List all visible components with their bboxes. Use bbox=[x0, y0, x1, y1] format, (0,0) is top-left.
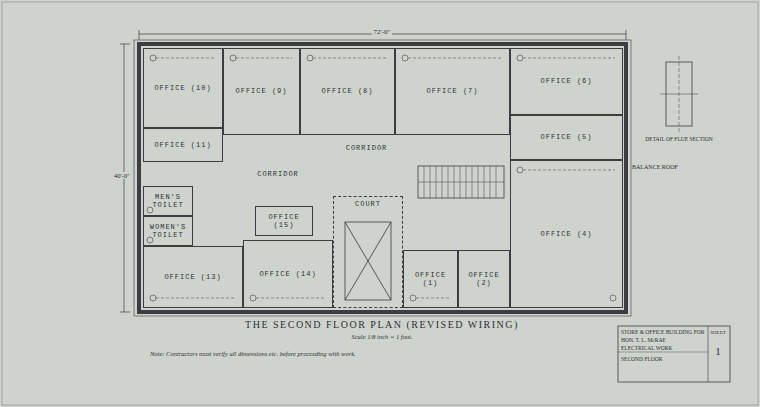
title-block-text: SECOND FLOOR bbox=[621, 356, 662, 362]
room-label: COURT bbox=[353, 200, 383, 208]
room-label: WOMEN'S TOILET bbox=[144, 223, 192, 239]
dimension: 72'-0" bbox=[372, 29, 393, 37]
office-room: OFFICE (11) bbox=[143, 128, 223, 162]
scale-note: Scale 1/8 inch = 1 foot. bbox=[351, 333, 412, 340]
office-room: OFFICE (8) bbox=[300, 48, 395, 135]
title-block-text: STORE & OFFICE BUILDING FOR bbox=[621, 329, 704, 335]
office-room: OFFICE (6) bbox=[510, 48, 623, 115]
room-label: OFFICE (14) bbox=[257, 270, 318, 278]
office-room: OFFICE (4) bbox=[510, 160, 623, 308]
office-room: OFFICE (14) bbox=[243, 240, 333, 308]
office-room: OFFICE (7) bbox=[395, 48, 510, 135]
room-label: OFFICE (13) bbox=[162, 273, 223, 281]
room-label: OFFICE (2) bbox=[459, 271, 509, 287]
toilet-room: MEN'S TOILET bbox=[143, 186, 193, 216]
sheet-label: SHEET bbox=[710, 330, 726, 336]
office-room: OFFICE (2) bbox=[458, 250, 510, 308]
room-label: OFFICE (10) bbox=[152, 84, 213, 92]
title-block-text: ELECTRICAL WORK bbox=[621, 345, 672, 351]
plan-title: THE SECOND FLOOR PLAN (REVISED WIRING) bbox=[245, 319, 519, 330]
room-label: OFFICE (5) bbox=[538, 133, 594, 141]
room-label: MEN'S TOILET bbox=[144, 193, 192, 209]
corridor-label: CORRIDOR bbox=[223, 135, 510, 162]
room-label: OFFICE (6) bbox=[538, 77, 594, 85]
office-room: OFFICE (9) bbox=[223, 48, 300, 135]
office-room: OFFICE (13) bbox=[143, 246, 243, 308]
dimension: 40'-0" bbox=[112, 172, 132, 179]
roof-label: BALANCE ROOF bbox=[632, 164, 678, 171]
room-label: OFFICE (4) bbox=[538, 230, 594, 238]
toilet-room: WOMEN'S TOILET bbox=[143, 216, 193, 246]
room-label: OFFICE (11) bbox=[152, 141, 213, 149]
office-room: OFFICE (5) bbox=[510, 115, 623, 160]
office-room: OFFICE (1) bbox=[403, 250, 458, 308]
room-label: CORRIDOR bbox=[255, 170, 301, 178]
sheet-number: 1 bbox=[715, 345, 721, 357]
title-block-text: HON. T. L. McRAE bbox=[621, 337, 666, 343]
office-room: OFFICE (10) bbox=[143, 48, 223, 128]
room-label: OFFICE (1) bbox=[404, 271, 457, 287]
room-label: OFFICE (15) bbox=[256, 213, 312, 229]
room-label: OFFICE (9) bbox=[233, 87, 289, 95]
court-area: COURT bbox=[333, 196, 403, 308]
detail-label: DETAIL OF FLUE SECTION bbox=[645, 136, 712, 142]
room-label: CORRIDOR bbox=[344, 144, 390, 152]
contractor-note: Note: Contractors must verify all dimens… bbox=[150, 350, 356, 357]
office-room: OFFICE (15) bbox=[255, 206, 313, 236]
room-label: OFFICE (8) bbox=[319, 87, 375, 95]
room-label: OFFICE (7) bbox=[424, 87, 480, 95]
corridor-label: CORRIDOR bbox=[143, 162, 413, 186]
